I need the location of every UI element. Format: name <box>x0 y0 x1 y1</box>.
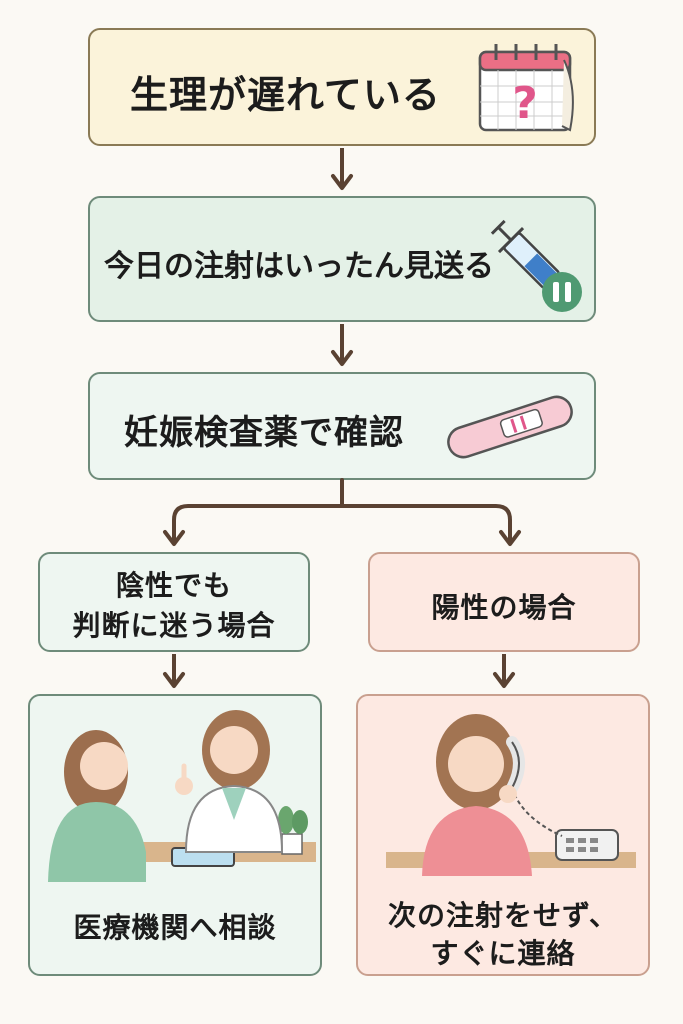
left-condition-box <box>38 552 310 652</box>
step-1-label: 生理が遅れている <box>130 73 441 117</box>
svg-text:?: ? <box>512 78 538 129</box>
step-3-label: 妊娠検査薬で確認 <box>124 413 404 453</box>
step-2-box <box>88 196 596 322</box>
left-result-label: 医療機関へ相談 <box>73 911 277 944</box>
right-condition-label: 陽性の場合 <box>431 591 577 624</box>
doctor-consultation-illustration <box>48 710 316 882</box>
right-condition-box <box>368 552 640 652</box>
calendar-question-icon: ? <box>478 44 574 132</box>
pregnancy-test-icon <box>447 395 573 459</box>
arrow-down-2 <box>331 324 353 366</box>
syringe-pause-icon <box>490 219 582 312</box>
left-condition-line2: 判断に迷う場合 <box>72 609 276 642</box>
right-result-line2: すぐに連絡 <box>430 937 576 970</box>
step-2-label: 今日の注射はいったん見送る <box>104 249 494 284</box>
branch-arrows <box>163 478 521 546</box>
arrow-down-1 <box>331 148 353 190</box>
woman-phone-call-illustration <box>386 714 636 876</box>
arrow-down-right <box>493 654 515 688</box>
left-condition-line1: 陰性でも <box>115 569 232 602</box>
arrow-down-left <box>163 654 185 688</box>
right-result-line1: 次の注射をせず、 <box>387 899 619 932</box>
